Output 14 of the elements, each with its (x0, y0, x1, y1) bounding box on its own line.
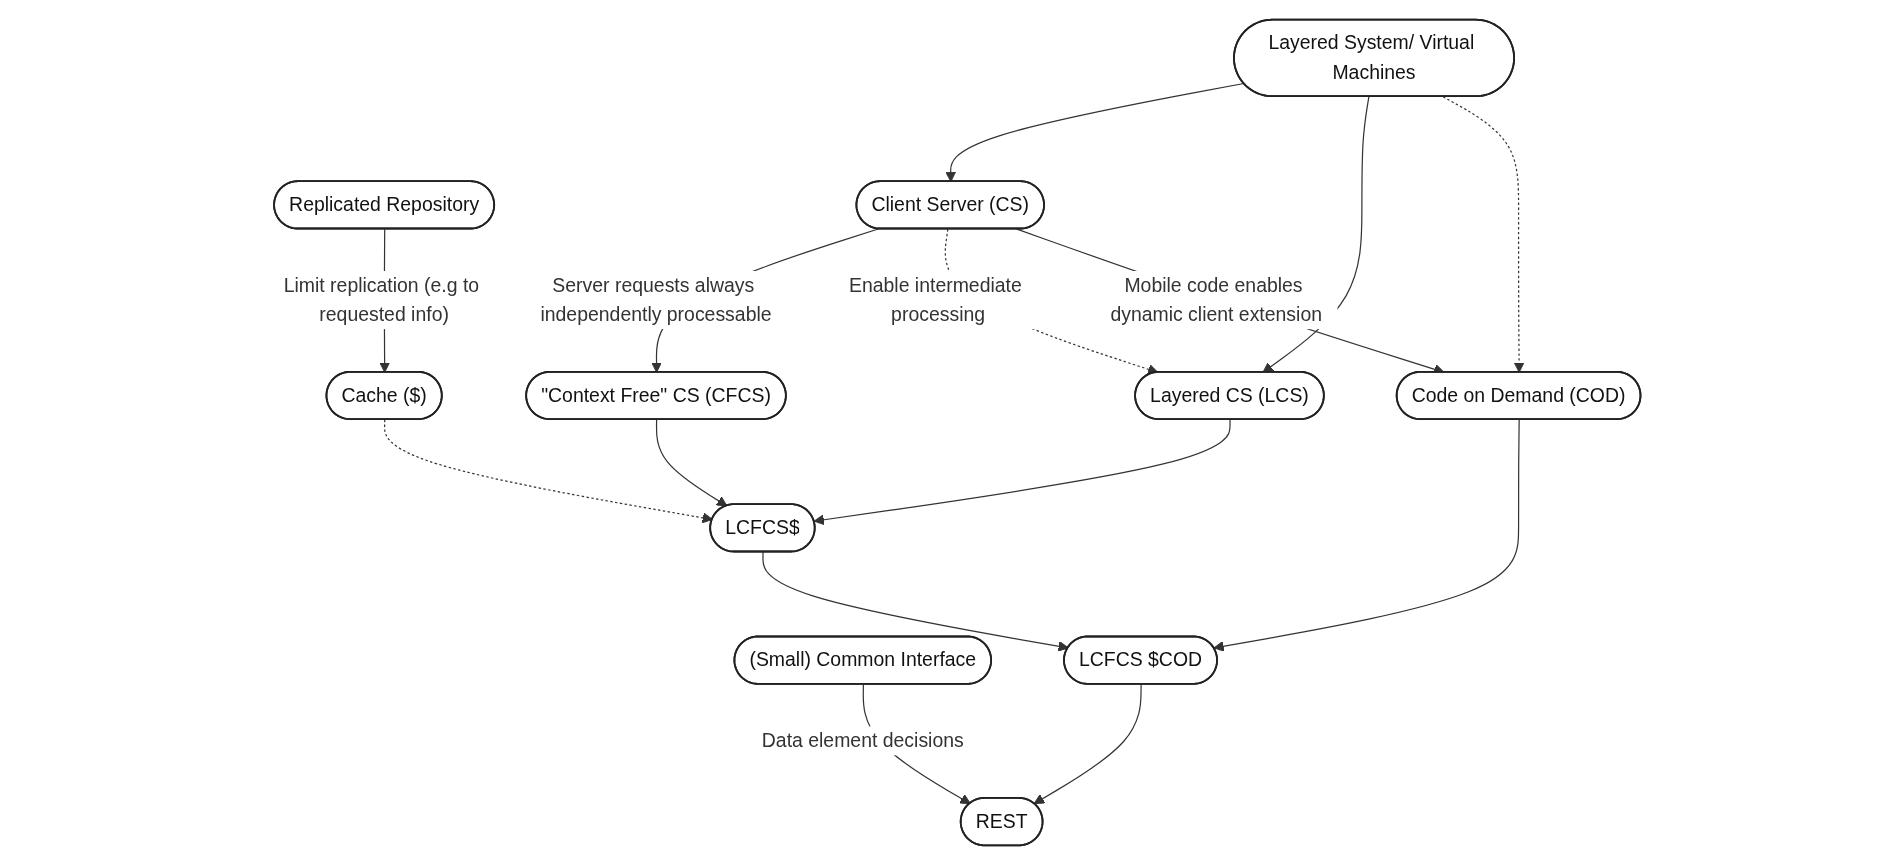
arrow (1213, 419, 1520, 652)
arrow (762, 551, 1069, 652)
edge-label: Data element decisions (761, 729, 964, 751)
arrow (655, 419, 728, 507)
edge-label: Enable intermediate processing (848, 274, 1022, 325)
edge-label: Mobile code enables dynamic client extension (1110, 274, 1322, 325)
edge-label: Limit replication (e.g to requested info) (283, 274, 480, 325)
arrow (383, 419, 713, 524)
arrow (1033, 683, 1142, 805)
arrow (1442, 96, 1525, 373)
arrow (945, 82, 1245, 183)
arrow (1262, 96, 1370, 373)
arrow (813, 419, 1231, 526)
edge-label: Server requests always independently processable (540, 274, 772, 325)
